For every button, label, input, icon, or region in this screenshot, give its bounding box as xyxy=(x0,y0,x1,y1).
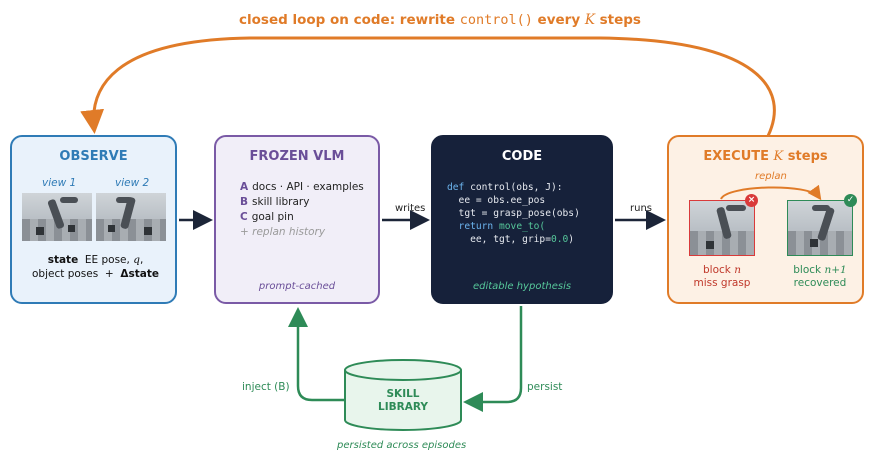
caption-suffix: steps xyxy=(594,12,641,28)
caption-var: K xyxy=(584,12,595,28)
code-line-1: control(obs, J): xyxy=(464,182,563,193)
success-caption-block: block xyxy=(793,264,822,276)
vlm-item-a-key: A xyxy=(240,181,249,193)
caption-prefix: closed loop on code: rewrite xyxy=(239,12,460,28)
code-line-2: ee = obs.ee_pos xyxy=(447,195,546,206)
skill-library-line1: SKILL xyxy=(386,388,420,400)
inject-label: inject (B) xyxy=(242,381,290,393)
success-caption: block n+1 recovered xyxy=(785,264,855,290)
fail-caption-block: block xyxy=(703,264,731,276)
fail-badge-icon: × xyxy=(745,194,758,207)
persist-arrow xyxy=(463,306,523,412)
fail-caption-reason: miss grasp xyxy=(693,277,751,289)
skill-library-caption: persisted across episodes xyxy=(337,440,467,451)
state-label: state xyxy=(47,254,79,266)
caption-code: control() xyxy=(459,12,533,28)
observe-title: OBSERVE xyxy=(59,149,128,164)
caption-middle: every xyxy=(532,12,585,28)
skill-library-label: SKILL LIBRARY xyxy=(345,388,461,414)
vlm-replan-history: + replan history xyxy=(240,226,326,238)
vlm-item-b-text: skill library xyxy=(252,196,310,208)
success-caption-var: n+1 xyxy=(824,264,847,276)
success-image xyxy=(787,200,853,256)
code-def-keyword: def xyxy=(447,182,465,193)
execute-title-suffix: steps xyxy=(787,149,828,164)
vlm-item-b-key: B xyxy=(240,196,249,208)
code-title: CODE xyxy=(501,149,543,164)
closed-loop-arrow xyxy=(80,36,776,137)
state-ee-pose: EE pose, xyxy=(84,254,130,266)
writes-label: writes xyxy=(395,203,426,214)
replan-label: replan xyxy=(755,171,787,182)
view2-label: view 2 xyxy=(115,177,150,189)
code-listing: def control(obs, J): ee = obs.ee_pos tgt… xyxy=(447,181,580,246)
vlm-item-c-key: C xyxy=(240,211,248,223)
view1-label: view 1 xyxy=(42,177,77,189)
success-caption-reason: recovered xyxy=(793,277,847,289)
state-q-symbol: q xyxy=(133,254,140,266)
code-footer: editable hypothesis xyxy=(472,281,572,292)
state-line-1: state EE pose, q, xyxy=(47,254,144,266)
closed-loop-caption: closed loop on code: rewrite control() e… xyxy=(0,12,880,28)
state-line-2: object poses + Δstate xyxy=(12,268,179,280)
persist-label: persist xyxy=(527,381,563,393)
code-return-keyword: return xyxy=(447,221,494,232)
vlm-title: FROZEN VLM xyxy=(249,149,345,164)
code-line-5: ee, tgt, grip= xyxy=(447,234,551,245)
skill-library-line2: LIBRARY xyxy=(378,401,428,413)
code-grip-value: 0.0 xyxy=(550,234,569,245)
fail-caption-var: n xyxy=(734,264,741,276)
replan-arrow xyxy=(720,184,822,201)
state-delta: Δstate xyxy=(120,268,159,280)
skill-library-cylinder xyxy=(344,359,462,431)
inject-arrow xyxy=(288,307,345,402)
execute-title: EXECUTE K steps xyxy=(669,149,862,164)
observe-box: OBSERVE view 1 view 2 state EE pose, q, … xyxy=(10,135,177,304)
execute-title-prefix: EXECUTE xyxy=(703,149,770,164)
code-line-3: tgt = grasp_pose(obs) xyxy=(447,208,580,219)
state-object-poses: object poses xyxy=(32,268,99,280)
view1-image xyxy=(22,193,92,241)
code-move-to: move_to( xyxy=(493,221,546,232)
vlm-footer: prompt-cached xyxy=(258,281,336,292)
runs-label: runs xyxy=(630,203,652,214)
execute-title-var: K xyxy=(773,149,784,164)
state-plus: + xyxy=(104,268,114,280)
vlm-item-a-text: docs · API · examples xyxy=(252,181,364,193)
success-badge-icon: ✓ xyxy=(844,194,857,207)
execute-box: EXECUTE K steps replan × ✓ block n miss … xyxy=(667,135,864,304)
vlm-item-c-text: goal pin xyxy=(251,211,294,223)
fail-image xyxy=(689,200,755,256)
fail-caption: block n miss grasp xyxy=(687,264,757,290)
code-line-5-end: ) xyxy=(568,234,575,245)
view2-image xyxy=(96,193,166,241)
code-box: CODE def control(obs, J): ee = obs.ee_po… xyxy=(431,135,613,304)
